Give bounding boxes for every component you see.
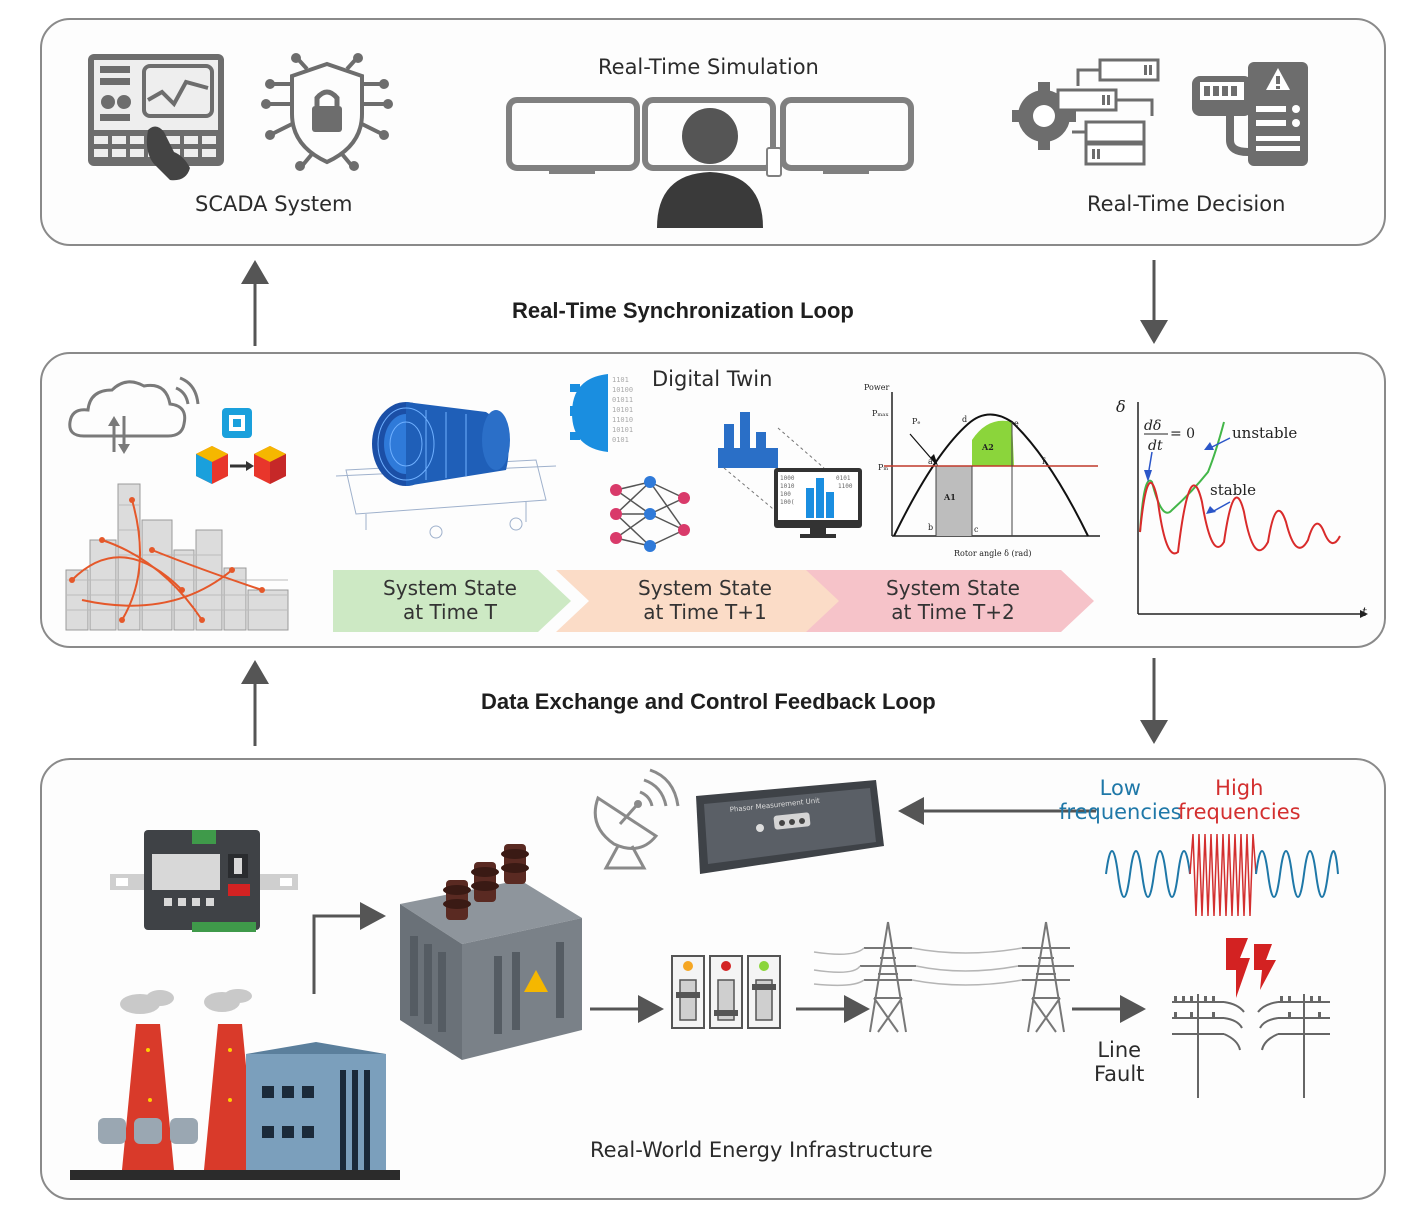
point-d: d (962, 415, 967, 424)
high-frequencies-label: High frequencies (1178, 776, 1301, 824)
state-chevron-t2-shape (806, 570, 1094, 632)
down-arrow-feedback (1140, 658, 1168, 744)
low-frequencies-label: Low frequencies (1059, 776, 1182, 824)
arrow-meter-to-transformer (312, 902, 386, 994)
state-t1-label: System State at Time T+1 (638, 576, 772, 624)
point-b: b (928, 523, 933, 532)
point-f: f (1042, 457, 1046, 466)
fault-lightning-icon (1226, 938, 1276, 998)
digital-twin-gear-icon: 1101 10100 01011 10101 11010 10101 0101 (570, 374, 633, 452)
point-c: c (974, 525, 979, 534)
broken-line-poles-icon (1172, 994, 1330, 1098)
svg-text:1100: 1100 (838, 483, 853, 490)
state-t-label: System State at Time T (383, 576, 517, 624)
arrow-switchgear-to-towers (796, 995, 870, 1023)
svg-text:10101: 10101 (612, 426, 633, 434)
pmu-device: Phasor Measurement Unit (696, 780, 884, 874)
chip-cube-icon (196, 408, 286, 484)
rotor-angle-axis-label: Rotor angle δ (rad) (954, 549, 1031, 558)
simulation-label: Real-Time Simulation (598, 55, 819, 79)
sync-loop-label: Real-Time Synchronization Loop (512, 298, 854, 323)
svg-text:1010: 1010 (780, 483, 795, 490)
state-chevron-t (333, 570, 571, 632)
up-arrow-sync (241, 260, 269, 346)
equation-denominator: dt (1148, 438, 1163, 454)
line-fault-label: Line Fault (1094, 1038, 1145, 1086)
simulation-operator-icon (506, 97, 914, 228)
decision-server-alert-icon (1192, 62, 1308, 166)
svg-text:0101: 0101 (836, 475, 851, 482)
state-chevron-t1 (556, 570, 844, 632)
scada-terminal-icon (88, 54, 224, 181)
state-t2-label: System State at Time T+2 (886, 576, 1020, 624)
infrastructure-label: Real-World Energy Infrastructure (590, 1138, 933, 1162)
pe-label: Pₑ (912, 417, 920, 426)
state-chevron-t1-shape (556, 570, 844, 632)
area-a2-label: A2 (981, 442, 994, 452)
arrow-towers-to-fault (1072, 995, 1146, 1023)
energy-meter-icon (110, 830, 298, 932)
frequency-waveform (1105, 833, 1339, 917)
cloud-sync-icon (68, 376, 200, 454)
neural-network-icon (610, 476, 690, 552)
power-angle-chart: Power Pₘₐₓ Pₘ Pₑ A1 A2 a b c d e f Rotor… (864, 383, 1100, 558)
svg-text:100(: 100( (780, 499, 794, 506)
pmax-label: Pₘₐₓ (872, 409, 889, 418)
down-arrow-sync (1140, 260, 1168, 344)
equation-numerator: dδ (1144, 418, 1161, 434)
time-axis-label: t (1362, 605, 1367, 619)
delta-axis-label: δ (1116, 397, 1126, 416)
stable-label: stable (1210, 481, 1256, 499)
point-a: a (928, 457, 933, 466)
svg-text:1101: 1101 (612, 376, 629, 384)
feedback-loop-label: Data Exchange and Control Feedback Loop (481, 689, 936, 714)
decision-label: Real-Time Decision (1087, 192, 1286, 216)
state-chevron-t-shape (333, 570, 571, 632)
area-a1-label: A1 (943, 492, 956, 502)
power-axis-label: Power (864, 383, 889, 392)
point-e: e (1014, 419, 1019, 428)
turbine-model-icon (335, 402, 557, 539)
svg-text:10100: 10100 (612, 386, 633, 394)
transformer-icon (400, 844, 582, 1060)
unstable-label: unstable (1232, 424, 1297, 442)
switchgear-icon (671, 955, 781, 1029)
arrow-transformer-to-switchgear (590, 995, 664, 1023)
state-chevron-t2 (806, 570, 1094, 632)
rotor-stability-chart: δ t dδ dt = 0 unstable stable (1116, 397, 1368, 619)
equation-rhs: = 0 (1170, 426, 1195, 442)
svg-text:1000: 1000 (780, 475, 795, 482)
svg-text:10101: 10101 (612, 406, 633, 414)
arrow-to-pmu (898, 797, 1096, 825)
svg-text:01011: 01011 (612, 396, 633, 404)
transmission-towers-icon (813, 921, 1074, 1033)
pm-label: Pₘ (878, 463, 888, 472)
svg-text:11010: 11010 (612, 416, 633, 424)
digital-twin-label: Digital Twin (652, 367, 773, 391)
security-shield-icon (261, 53, 393, 171)
decision-workflow-icon (1012, 58, 1160, 166)
scada-label: SCADA System (195, 192, 353, 216)
power-plant-icon (70, 989, 400, 1180)
svg-text:100: 100 (780, 491, 791, 498)
up-arrow-feedback (241, 660, 269, 746)
satellite-dish-icon (593, 768, 680, 870)
smart-city-icon (65, 483, 289, 631)
svg-text:0101: 0101 (612, 436, 629, 444)
